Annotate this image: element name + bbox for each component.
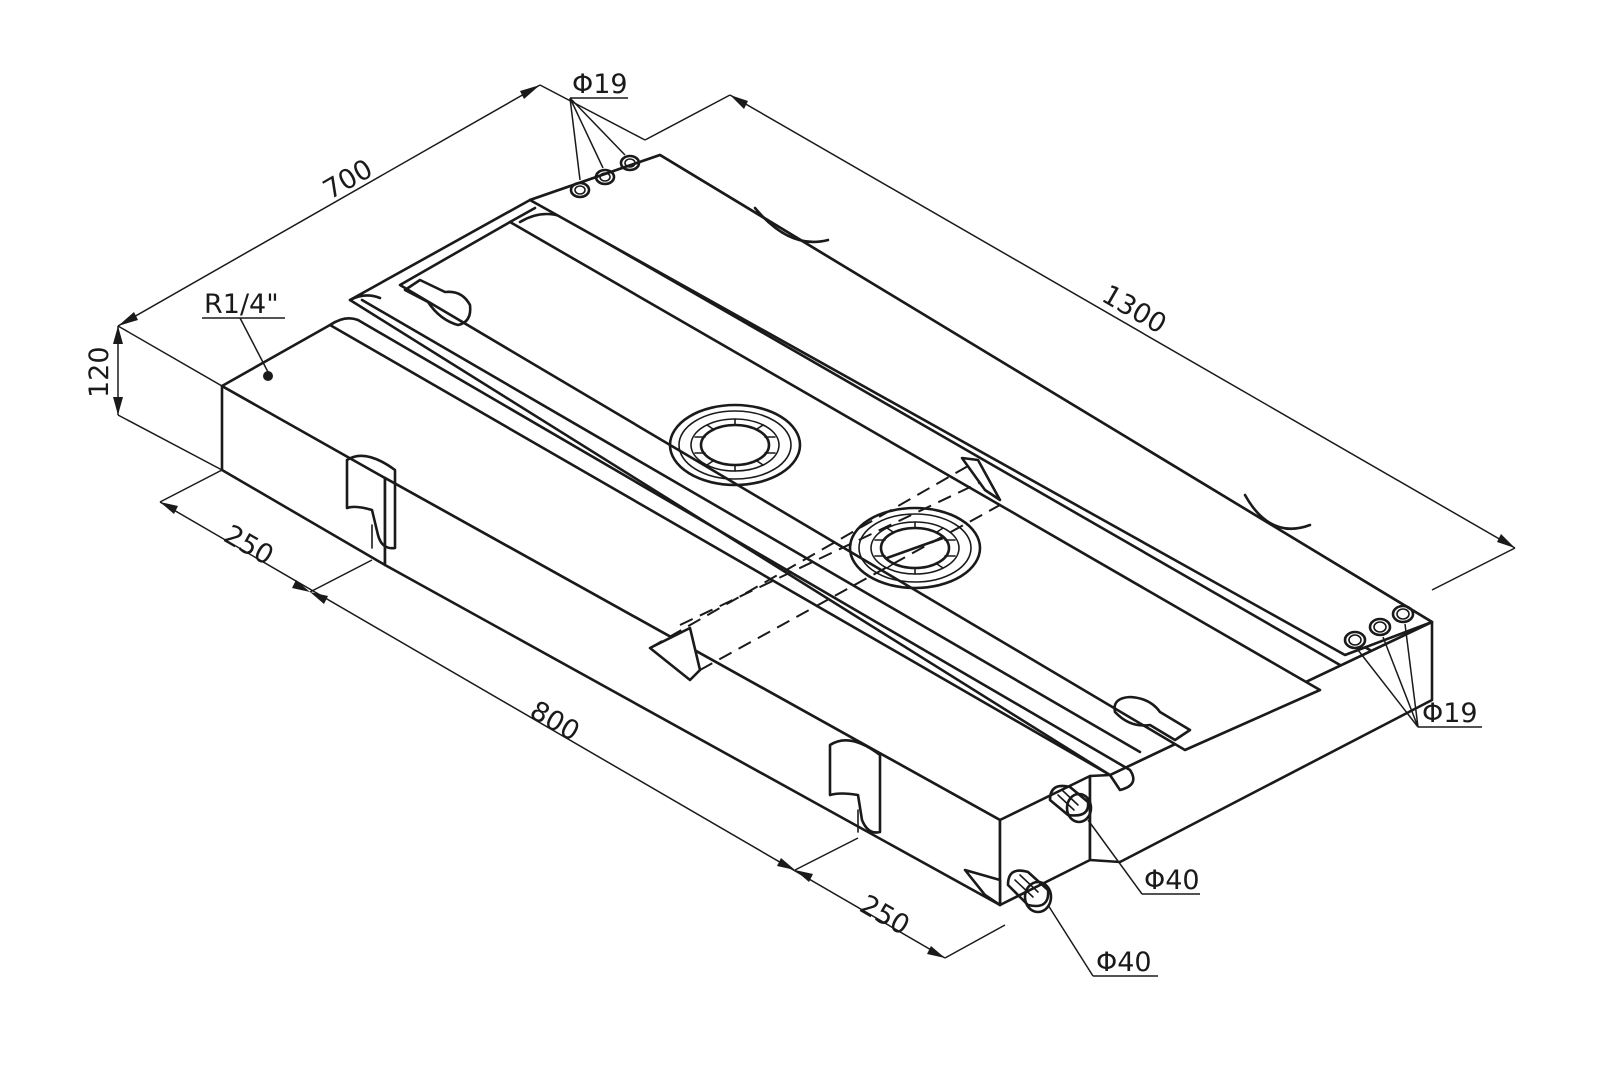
back-notch-1 [753, 206, 830, 244]
ports-right [1343, 604, 1415, 650]
bearing-ring-2 [848, 506, 982, 590]
bearing-ring-1 [668, 403, 802, 487]
pin-lower-callout: Φ40 [1096, 947, 1152, 978]
front-groove [328, 317, 1135, 792]
dim-label-700: 700 [318, 153, 378, 206]
holes-right-callout: Φ19 [1422, 698, 1478, 729]
dim-label-250-left: 250 [219, 519, 279, 572]
dim-label-1300: 1300 [1097, 279, 1172, 340]
keyhole-slot-front [1113, 695, 1192, 742]
pin-upper-callout: Φ40 [1144, 865, 1200, 896]
thread-port-dot [263, 371, 273, 381]
ports-top [569, 154, 641, 199]
bearing-rings [668, 403, 982, 590]
keyhole-slot-back [403, 278, 472, 327]
holes-top-callout: Φ19 [572, 69, 628, 100]
cutout-left [345, 454, 397, 550]
dim-label-250-right: 250 [855, 889, 915, 942]
front-cutouts [345, 454, 882, 834]
thread-callout: R1/4" [204, 289, 279, 320]
back-notch-2 [1243, 493, 1312, 530]
pin-upper [1048, 784, 1093, 824]
dim-label-800: 800 [525, 695, 585, 748]
leader-lines [202, 97, 1482, 977]
cutout-right [828, 739, 882, 834]
dimension-lines [113, 84, 1516, 959]
center-rail-top [398, 220, 1322, 752]
rails [328, 153, 1434, 792]
back-rail-top [528, 153, 1434, 657]
dim-label-120: 120 [84, 346, 115, 398]
pin-lower [963, 868, 1053, 914]
hidden-cross-channel [648, 456, 1002, 682]
